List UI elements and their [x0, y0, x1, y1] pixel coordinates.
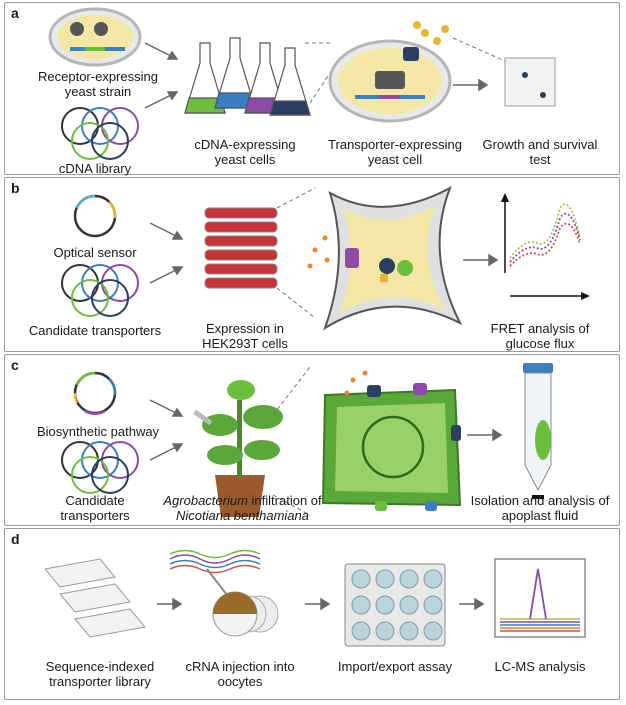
- label-infiltration-rest: infiltration of: [247, 493, 322, 508]
- label-fret-line2: glucose flux: [505, 336, 575, 351]
- hek293t-dishes-icon: [204, 207, 278, 289]
- label-nicotiana: Nicotiana benthamiana: [176, 508, 309, 523]
- panel-b-illustration: [61, 185, 590, 331]
- label-test-line1: Growth and survival: [482, 137, 598, 152]
- cdna-library-icon: [61, 107, 139, 160]
- arrow-icon: [149, 222, 499, 284]
- dashed-line: [272, 494, 311, 516]
- label-library-line1: Sequence-indexed: [45, 659, 155, 674]
- panel-a: a: [4, 2, 620, 176]
- panel-c-illustration: [61, 363, 553, 517]
- label-expression-line2: HEK293T cells: [202, 336, 288, 351]
- panel-c-letter: c: [11, 357, 19, 373]
- fret-plot-icon: [501, 193, 590, 300]
- well-plate-icon: [344, 563, 446, 647]
- label-strain-line1: Receptor-expressing: [38, 69, 158, 84]
- label-candidate-transporters: Candidate transporters: [28, 323, 162, 338]
- dashed-line: [309, 72, 331, 104]
- transporter-yeast-cell-icon: [328, 21, 452, 123]
- label-injection-line1: cRNA injection into: [185, 659, 295, 674]
- panel-a-illustration: [48, 7, 556, 160]
- lcms-chromatogram-icon: [494, 558, 586, 638]
- label-isolation-line1: Isolation and analysis of: [470, 493, 610, 508]
- plant-cell-icon: [321, 370, 462, 511]
- centrifuge-tube-icon: [523, 363, 553, 499]
- growth-plate-icon: [504, 57, 556, 107]
- panel-b: b: [4, 177, 620, 352]
- label-biosynthetic-pathway: Biosynthetic pathway: [36, 424, 160, 439]
- plate-stack-icon: [44, 558, 146, 638]
- label-cells-line2: yeast cells: [214, 152, 276, 167]
- label-expression-line1: Expression in: [205, 321, 285, 336]
- label-candidate-line2: transporters: [60, 508, 130, 523]
- panel-b-letter: b: [11, 180, 20, 196]
- biosynthetic-pathway-icon: [73, 371, 117, 415]
- panel-d-illustration: [44, 549, 586, 647]
- candidate-transporters-icon: [61, 441, 139, 494]
- dashed-line: [276, 287, 316, 319]
- arrow-icon: [144, 42, 489, 109]
- flasks-icon: [184, 37, 311, 116]
- dashed-line: [272, 366, 311, 416]
- label-infiltration: Agrobacterium infiltration of: [160, 493, 325, 508]
- label-transporter-line2: yeast cell: [367, 152, 423, 167]
- label-isolation-line2: apoplast fluid: [501, 508, 579, 523]
- label-transporter-line1: Transporter-expressing: [328, 137, 462, 152]
- hek-cell-icon: [307, 185, 463, 331]
- label-agrobacterium: Agrobacterium: [163, 493, 248, 508]
- label-candidate-line1: Candidate: [65, 493, 125, 508]
- label-cdna-library: cDNA library: [58, 161, 132, 176]
- panel-d-letter: d: [11, 531, 20, 547]
- label-lcms: LC-MS analysis: [494, 659, 586, 674]
- label-test-line2: test: [529, 152, 551, 167]
- label-strain-line2: yeast strain: [64, 84, 132, 99]
- panel-a-letter: a: [11, 5, 19, 21]
- label-optical-sensor: Optical sensor: [53, 245, 137, 260]
- label-cells-line1: cDNA-expressing: [194, 137, 296, 152]
- arrow-icon: [157, 597, 485, 611]
- plant-icon: [193, 380, 283, 517]
- dashed-line: [276, 187, 316, 209]
- candidate-transporters-icon: [61, 264, 139, 317]
- optical-sensor-icon: [73, 194, 117, 238]
- oocyte-injection-icon: [169, 549, 279, 637]
- label-library-line2: transporter library: [49, 674, 151, 689]
- yeast-strain-icon: [48, 7, 142, 67]
- label-fret-line1: FRET analysis of: [490, 321, 590, 336]
- arrow-icon: [149, 399, 503, 461]
- dashed-line: [452, 37, 506, 62]
- panel-d: d: [4, 528, 620, 700]
- label-injection-line2: oocytes: [217, 674, 263, 689]
- label-assay: Import/export assay: [337, 659, 453, 674]
- panel-c: c: [4, 354, 620, 526]
